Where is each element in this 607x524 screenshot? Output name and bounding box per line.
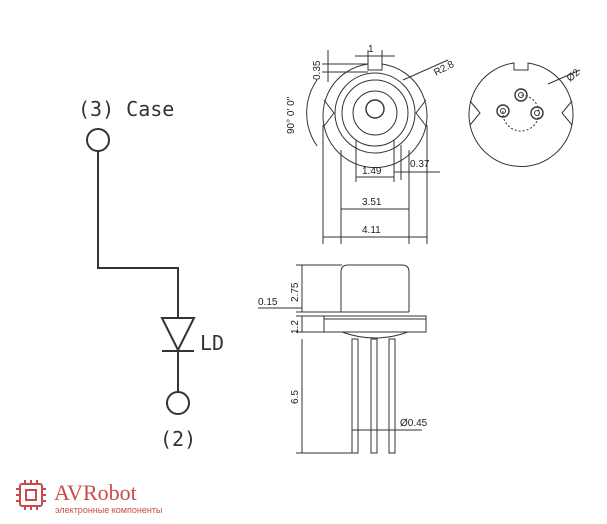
pin2-terminal: [166, 391, 190, 415]
lead-1: [351, 338, 359, 454]
avrobot-chip-icon: [16, 480, 46, 510]
dim-r28: R2.8: [432, 59, 456, 79]
dim-phi045: Ø0.45: [400, 418, 428, 429]
side-cap: [340, 264, 410, 312]
right-notch: [415, 99, 427, 127]
pin-b-core: [500, 108, 506, 114]
dim-035: 0.35: [312, 60, 323, 80]
dim-275: 2.75: [290, 282, 301, 302]
flange-underside: [341, 331, 409, 339]
pin-b: [496, 104, 510, 118]
dim-65: 6.5: [290, 390, 301, 404]
bottom-flange-outline: [468, 62, 574, 167]
top-flange-outline: [322, 63, 428, 168]
top-cap-mid: [341, 79, 409, 147]
leader-phi2: [547, 69, 581, 85]
dim-411: 4.11: [362, 225, 381, 236]
bottom-view: [468, 62, 581, 167]
leader-r28: [402, 59, 449, 81]
bottom-notch-left: [469, 100, 481, 126]
top-window: [365, 99, 385, 119]
brand-tagline: электронные компоненты: [55, 505, 162, 515]
schematic: [86, 128, 196, 415]
dim-351: 3.51: [362, 197, 382, 208]
wire-case: [97, 151, 179, 318]
top-view: [306, 50, 449, 244]
pin-a-core: [518, 92, 524, 98]
pin3-label: (3) Case: [78, 97, 174, 121]
side-view: [258, 264, 427, 454]
pin-a: [514, 88, 528, 102]
left-notch: [323, 99, 335, 127]
brand-name: AVRobot: [54, 480, 137, 505]
dim-037: 0.37: [410, 159, 430, 170]
dim-phi2: Ø2: [565, 67, 583, 84]
angle-arc: [306, 79, 318, 147]
lead-3: [388, 338, 396, 454]
pin2-label: (2): [160, 427, 196, 451]
dim-12: 1.2: [290, 320, 301, 334]
top-cap-inner: [352, 90, 398, 136]
top-cap-outer: [334, 72, 416, 154]
lead-2: [370, 338, 378, 454]
bottom-notch-right: [561, 100, 573, 126]
dim-149: 1.49: [362, 166, 382, 177]
dim-015: 0.15: [258, 297, 278, 308]
diode-label: LD: [200, 331, 224, 355]
dim-1: 1: [368, 44, 374, 55]
pin-c: [530, 106, 544, 120]
pin-circle: [502, 94, 540, 132]
diode-triangle: [160, 317, 196, 353]
side-flange: [323, 315, 427, 333]
pin3-terminal: [86, 128, 110, 152]
pin-c-core: [534, 110, 540, 116]
dim-angle: 90° 0' 0": [286, 96, 297, 134]
